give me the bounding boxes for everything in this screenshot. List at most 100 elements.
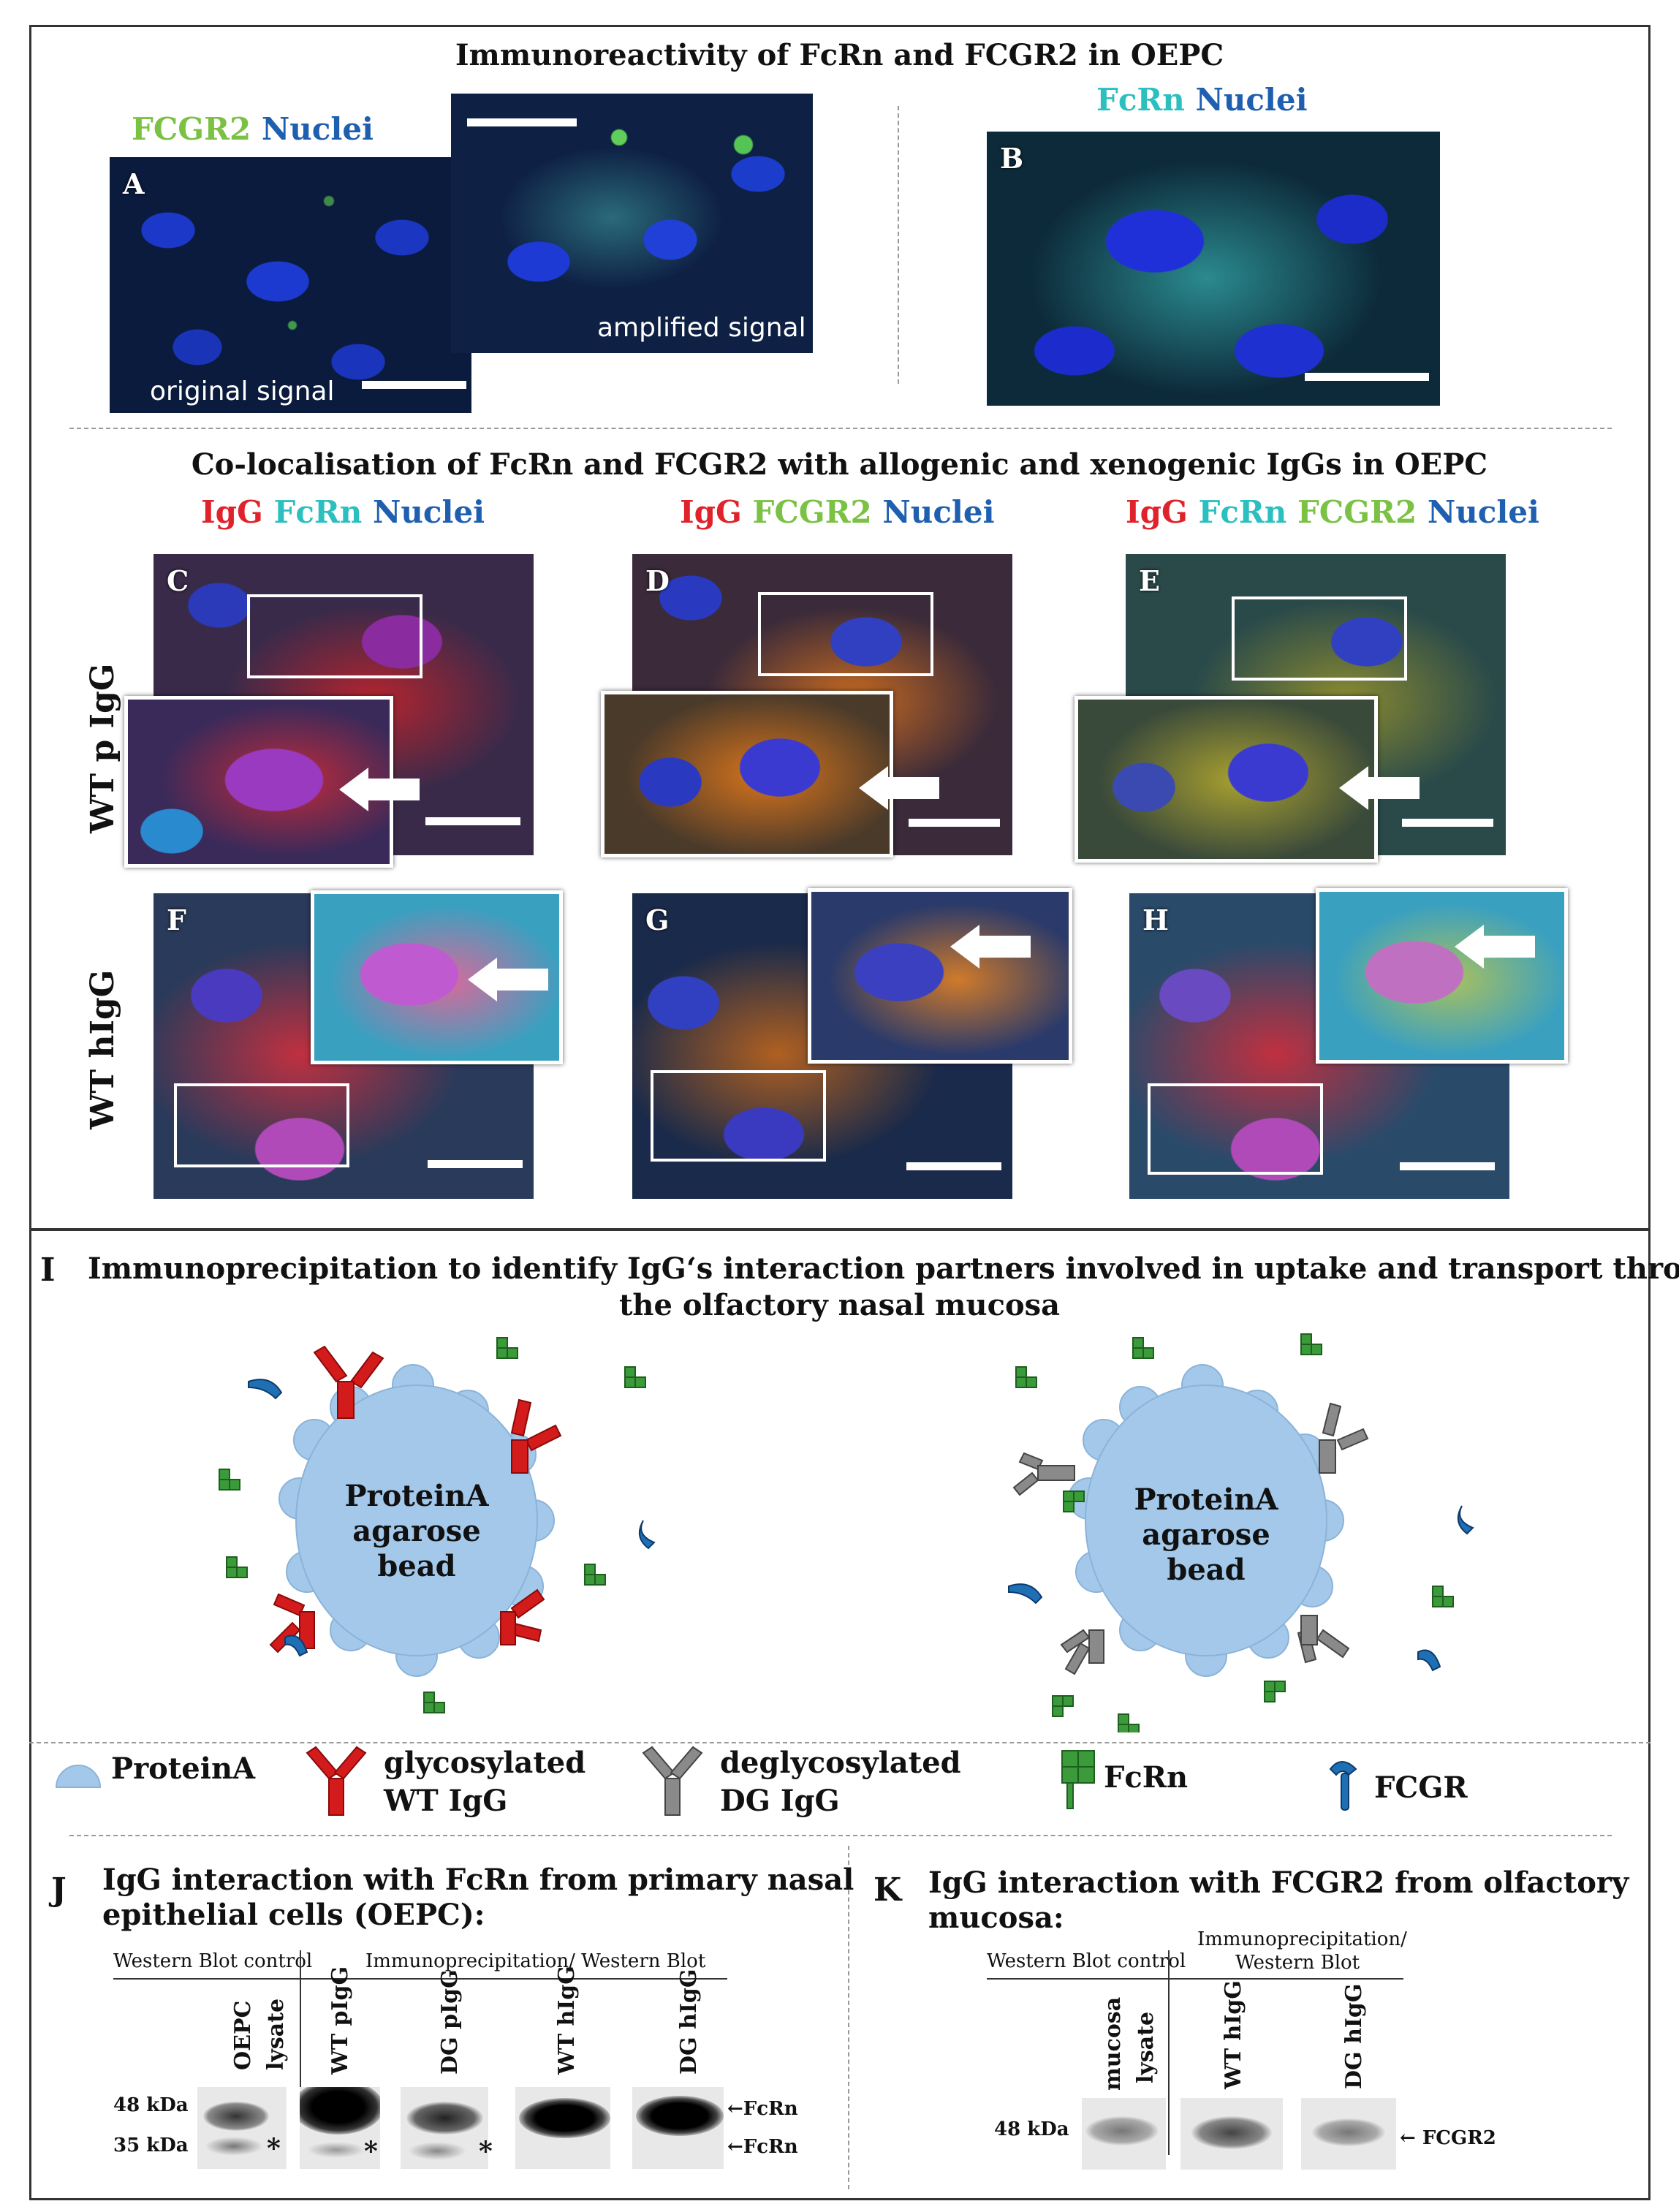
panel-e-arrow [1339, 766, 1420, 810]
scale-bar-f [428, 1160, 523, 1168]
figure-frame-bottom [29, 1228, 1650, 2200]
blot-lane-k-dg-higg [1301, 2098, 1396, 2170]
panel-k-letter: K [873, 1871, 902, 1909]
blot-lane-wt-pigg [300, 2087, 380, 2169]
divider-top [69, 428, 1612, 429]
panel-j-header-ip: Immunoprecipitation/ Western Blot [365, 1950, 706, 1972]
lane-label-k-wt-higg: WT hIgG [1221, 1980, 1246, 2089]
arrow-fcrn-35: ←FcRn [727, 2136, 798, 2158]
legend-proteina-label: ProteinA [111, 1751, 256, 1786]
legend-fcrn-3: FcRn [1198, 494, 1287, 530]
band-wt-pigg-35 [307, 2142, 365, 2158]
blot-lane-dg-higg [632, 2087, 724, 2169]
legend-proteina-icon [55, 1765, 102, 1788]
row-label-wt-higg: WT hIgG [84, 969, 121, 1129]
panel-a-legend: FCGR2 Nuclei [132, 111, 374, 147]
panel-f-roi-box [174, 1083, 349, 1167]
divider-legend-bottom [69, 1835, 1612, 1836]
panel-g-roi-box [651, 1070, 826, 1162]
band-oepc-35 [205, 2137, 263, 2156]
label-amplified-signal: amplified signal [597, 313, 806, 343]
panel-a-amplified-image: amplified signal [451, 94, 813, 353]
legend-fcgr2-3: FCGR2 [1297, 494, 1417, 530]
lane-label-dg-pigg: DG pIgG [437, 1969, 463, 2075]
band-label-fcrn-35: FcRn [743, 2136, 798, 2158]
panel-b-image: B [987, 132, 1440, 406]
legend-igg-2: IgG [680, 494, 742, 530]
panel-d-arrow [859, 766, 939, 810]
col3-legend: IgG FcRn FCGR2 Nuclei [1126, 494, 1539, 530]
arrow-fcrn-48: ←FcRn [727, 2098, 798, 2120]
panel-k-title-1: IgG interaction with FCGR2 from olfactor… [928, 1866, 1629, 1900]
divider-ab [898, 106, 899, 384]
panel-k-header-sep [1168, 1950, 1170, 2155]
panel-c-inset [124, 696, 393, 868]
legend-nuclei: Nuclei [261, 111, 374, 147]
bead-diagram-left: ProteinA agarose bead [219, 1337, 656, 1713]
scale-bar-a [362, 381, 466, 389]
bead-left-line1: ProteinA [344, 1479, 489, 1513]
legend-glyco-label-2: WT IgG [384, 1784, 508, 1818]
asterisk-wt-pigg: * [364, 2136, 378, 2167]
panel-f-letter: F [167, 904, 186, 936]
legend-igg-1: IgG [201, 494, 263, 530]
row-label-wt-pigg: WT p IgG [84, 663, 121, 833]
lane-label-dg-higg: DG hIgG [676, 1969, 702, 2075]
panel-c-roi-box [247, 594, 422, 678]
panel-d-letter: D [645, 564, 670, 597]
legend-fcrn-label: FcRn [1104, 1760, 1189, 1795]
arrow-fcgr2: ← FCGR2 [1400, 2127, 1496, 2149]
bead-right-line2: agarose [1142, 1518, 1270, 1552]
panel-e-roi-box [1232, 596, 1407, 681]
panel-i-title-1: Immunoprecipitation to identify IgG‘s in… [88, 1251, 1679, 1286]
legend-deglyco-icon [642, 1746, 703, 1816]
coloc-title: Co-localisation of FcRn and FCGR2 with a… [191, 447, 1488, 482]
legend-nuclei-1: Nuclei [372, 494, 485, 530]
scale-bar-d [909, 819, 1000, 827]
lane-label-wt-pigg: WT pIgG [327, 1966, 353, 2075]
legend-fcrn-icon [1061, 1750, 1095, 1809]
panel-h-arrow [1455, 925, 1535, 969]
mw-48-label-j: 48 kDa [113, 2094, 189, 2116]
band-dg-pigg-35 [408, 2142, 466, 2160]
scale-bar-a-top [467, 118, 577, 126]
band-dg-pigg-48 [406, 2102, 483, 2135]
legend-fcgr2: FCGR2 [132, 111, 251, 147]
lane-label-k-dg-higg: DG hIgG [1341, 1983, 1367, 2089]
panel-b-legend: FcRn Nuclei [1096, 82, 1308, 118]
legend-glyco-label-1: glycosylated [384, 1746, 586, 1780]
band-label-fcrn-48: FcRn [743, 2098, 798, 2120]
lane-label-oepc: OEPC [230, 2000, 256, 2070]
blot-lane-oepc [197, 2087, 287, 2169]
asterisk-dg-pigg: * [479, 2136, 493, 2167]
lane-label-mucosa-lysate: lysate [1133, 2011, 1159, 2083]
band-k-dg-higg [1312, 2118, 1385, 2146]
panel-g-arrow [950, 925, 1031, 969]
col1-legend: IgG FcRn Nuclei [201, 494, 485, 530]
panel-k-header-line [987, 1978, 1403, 1980]
divider-jk [848, 1846, 849, 2189]
scale-bar-c [425, 817, 520, 825]
legend-deglyco-label-2: DG IgG [720, 1784, 840, 1818]
bead-left-line3: bead [377, 1549, 455, 1583]
scale-bar-g [906, 1162, 1001, 1170]
blot-lane-mucosa [1082, 2098, 1166, 2170]
panel-c-arrow [339, 768, 420, 811]
mw-35-label-j: 35 kDa [113, 2135, 189, 2156]
mw-48-label-k: 48 kDa [994, 2118, 1069, 2140]
panel-a-original-image: A original signal [110, 157, 471, 413]
panel-c-letter: C [167, 564, 189, 597]
panel-h-inset [1316, 888, 1568, 1064]
band-mucosa [1085, 2116, 1159, 2145]
panel-j-title-2: epithelial cells (OEPC): [102, 1898, 485, 1932]
panel-b-letter: B [1000, 142, 1024, 175]
panel-d-inset [601, 691, 893, 857]
scale-bar-h [1400, 1162, 1495, 1170]
bead-right-line1: ProteinA [1134, 1482, 1278, 1517]
legend-deglyco-label-1: deglycosylated [720, 1746, 961, 1780]
legend-fcrn: FcRn [1096, 82, 1185, 118]
lane-label-wt-higg: WT hIgG [554, 1966, 580, 2075]
band-wt-higg-48 [519, 2098, 610, 2138]
bead-right-line3: bead [1167, 1553, 1245, 1587]
band-k-wt-higg [1191, 2116, 1272, 2149]
